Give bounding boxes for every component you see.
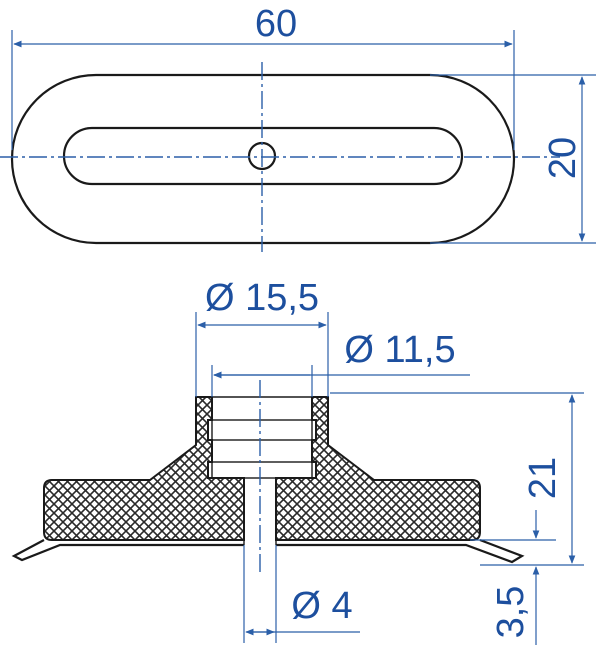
thread-groove-2: [211, 461, 313, 479]
dimension-width: 20: [430, 74, 596, 244]
dimension-length: 60: [11, 3, 515, 150]
bore-diameter-value: Ø 4: [291, 585, 352, 627]
lip-height-value: 3,5: [490, 586, 532, 639]
inner-diameter-value: Ø 11,5: [344, 329, 455, 371]
length-value: 60: [255, 3, 297, 45]
dimension-lip-height: 3,5: [470, 510, 556, 645]
top-view: [0, 62, 560, 252]
thread-groove-1: [211, 419, 313, 441]
outer-diameter-value: Ø 15,5: [205, 277, 319, 319]
dimension-total-height: 21: [330, 392, 584, 566]
inner-slot-outline: [62, 126, 464, 186]
lip-right: [276, 538, 525, 564]
width-value: 20: [542, 137, 584, 179]
lip-left: [11, 539, 244, 562]
outer-slot-outline: [10, 73, 516, 245]
total-height-value: 21: [522, 457, 564, 499]
section-body-right: [275, 396, 481, 541]
section-view: [11, 380, 525, 575]
dimension-outer-diameter: Ø 15,5: [195, 277, 329, 397]
dimension-bore-diameter: Ø 4: [243, 545, 360, 643]
section-body-left: [43, 396, 245, 541]
dimension-inner-diameter: Ø 11,5: [211, 329, 470, 397]
